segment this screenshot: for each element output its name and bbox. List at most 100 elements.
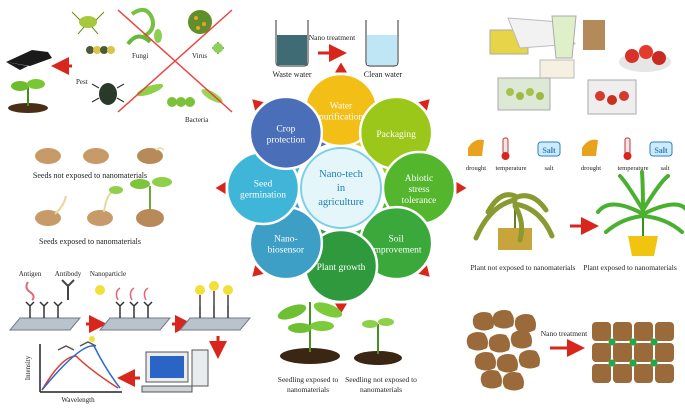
soil-aggregate-block bbox=[613, 364, 632, 383]
water-treatment-label: Nano treatment bbox=[309, 33, 356, 42]
clean-water-beaker bbox=[365, 20, 399, 67]
soil-particle bbox=[472, 312, 494, 331]
cup-icon bbox=[551, 15, 577, 59]
antibody-label: Antibody bbox=[55, 270, 82, 278]
hub-petal-label: Soil bbox=[388, 235, 404, 245]
spectrum-x-label: Wavelength bbox=[61, 396, 95, 404]
hub-outward-arrow bbox=[418, 265, 430, 277]
hand-spray-icon bbox=[6, 50, 52, 70]
sensor-plate-3 bbox=[178, 281, 252, 331]
pest-label: Pest bbox=[76, 78, 88, 86]
hub-outward-arrow bbox=[456, 182, 467, 194]
packaging-panel bbox=[489, 15, 671, 115]
unexposed-seeds-row bbox=[35, 147, 165, 164]
hub-petal-label: germination bbox=[240, 191, 286, 201]
hub-center-line-1: Nano-tech bbox=[319, 169, 363, 180]
hub-outward-arrow bbox=[215, 182, 226, 194]
nanoparticle-dot bbox=[650, 359, 658, 367]
soil-after-aggregate bbox=[592, 322, 674, 383]
soil-panel: Nano treatment bbox=[466, 310, 674, 391]
soil-particle bbox=[514, 314, 536, 333]
soil-particle bbox=[518, 350, 540, 369]
bacteria-label: Bacteria bbox=[185, 116, 209, 124]
cross-out-mark bbox=[117, 9, 233, 113]
soil-aggregate-block bbox=[613, 322, 632, 341]
nanoparticle-dot bbox=[608, 338, 616, 346]
seedling-not-exposed-label-1: Seedling not exposed to bbox=[345, 375, 417, 384]
sensor-plate-2 bbox=[98, 287, 172, 331]
nanoparticle-dot bbox=[629, 359, 637, 367]
hub-petal-label: Plant growth bbox=[317, 263, 366, 273]
salt-box-icon-1 bbox=[537, 141, 561, 157]
spectrum-curve-red bbox=[41, 355, 119, 391]
salt-box-text-1: Salt bbox=[542, 146, 556, 155]
salt-label-1: salt bbox=[544, 165, 553, 172]
drought-icon-2 bbox=[582, 139, 598, 156]
seedling-panel: Seedling exposed to nanomaterials Seedli… bbox=[277, 302, 417, 394]
hub-outward-arrow bbox=[418, 99, 430, 111]
sprout-pot-icon bbox=[8, 79, 48, 113]
clean-water-label: Clean water bbox=[364, 70, 403, 79]
stress-panel: Salt drought temperature salt Salt droug… bbox=[466, 137, 685, 272]
spectrum-y-label: Intensity bbox=[24, 355, 32, 380]
antibody-icon bbox=[61, 279, 75, 300]
hub-petal-label: Seed bbox=[254, 180, 273, 190]
healthy-plant-icon bbox=[596, 170, 685, 256]
hub-outward-arrow bbox=[252, 265, 264, 277]
hub-outward-arrow bbox=[252, 99, 264, 111]
nanoparticle-dot bbox=[650, 338, 658, 346]
soil-particle bbox=[502, 372, 524, 391]
spectrum-graph bbox=[39, 336, 122, 393]
soil-before-particles bbox=[466, 310, 540, 391]
soil-particle bbox=[510, 330, 532, 349]
caterpillar-icon bbox=[86, 46, 115, 54]
stress-icons-right: Salt drought temperature salt bbox=[581, 137, 673, 172]
soil-aggregate-block bbox=[592, 343, 611, 362]
plant-exposed-label: Plant exposed to nanomaterials bbox=[583, 263, 677, 272]
hub-petal-label: Packaging bbox=[376, 130, 416, 140]
nanoparticle-dot bbox=[608, 359, 616, 367]
seedling-not-exposed-label-2: nanomaterials bbox=[360, 385, 402, 394]
grapes-container-icon bbox=[497, 77, 551, 111]
temperature-label-2: temperature bbox=[617, 165, 648, 172]
seeds-exposed-label: Seeds exposed to nanomaterials bbox=[39, 237, 141, 246]
nanoparticle-label: Nanoparticle bbox=[90, 270, 126, 278]
temperature-label-1: temperature bbox=[495, 165, 526, 172]
soil-particle bbox=[488, 334, 510, 353]
seedling-exposed-label-1: Seedling exposed to bbox=[278, 375, 339, 384]
paper-bag-icon bbox=[583, 20, 605, 50]
spectrum-curve-blue bbox=[41, 345, 121, 391]
protection-panel: Pest Fungi Virus Bacteria bbox=[6, 7, 233, 124]
seeds-panel: Seeds not exposed to nanomaterials Seeds… bbox=[33, 147, 172, 246]
antigen-label: Antigen bbox=[19, 270, 42, 278]
hub-center-line-3: agriculture bbox=[318, 197, 364, 208]
fungi-icon bbox=[126, 7, 162, 46]
aphid-icon bbox=[71, 11, 105, 35]
soil-particle bbox=[480, 370, 502, 389]
salt-box-icon-2 bbox=[649, 141, 673, 157]
seedling-exposed-icon bbox=[277, 302, 343, 364]
hub-petals: WaterpurificationPackagingAbioticstresst… bbox=[225, 72, 457, 304]
hub-outward-arrow bbox=[335, 303, 347, 314]
drought-label-1: drought bbox=[466, 165, 486, 172]
hub-petal-label: protection bbox=[267, 135, 306, 145]
salt-box-text-2: Salt bbox=[654, 146, 668, 155]
water-panel: Waste water Nano treatment Clean water bbox=[272, 20, 403, 79]
soil-particle bbox=[474, 352, 496, 371]
waste-water-beaker bbox=[275, 20, 309, 67]
thermometer-icon-2 bbox=[624, 137, 631, 155]
hub-petal-label: Abiotic bbox=[405, 174, 434, 184]
soil-aggregate-block bbox=[634, 322, 653, 341]
hub-petal: Nano-biosensor bbox=[248, 205, 324, 281]
drought-icon-1 bbox=[468, 139, 484, 156]
hub-petal-label: improvement bbox=[371, 246, 422, 256]
beetle-icon bbox=[91, 83, 125, 105]
soil-aggregate-block bbox=[655, 364, 674, 383]
soil-aggregate-block bbox=[592, 322, 611, 341]
virus-icon bbox=[188, 10, 224, 54]
hub-petal-label: biosensor bbox=[268, 246, 305, 256]
soil-aggregate-block bbox=[655, 343, 674, 362]
